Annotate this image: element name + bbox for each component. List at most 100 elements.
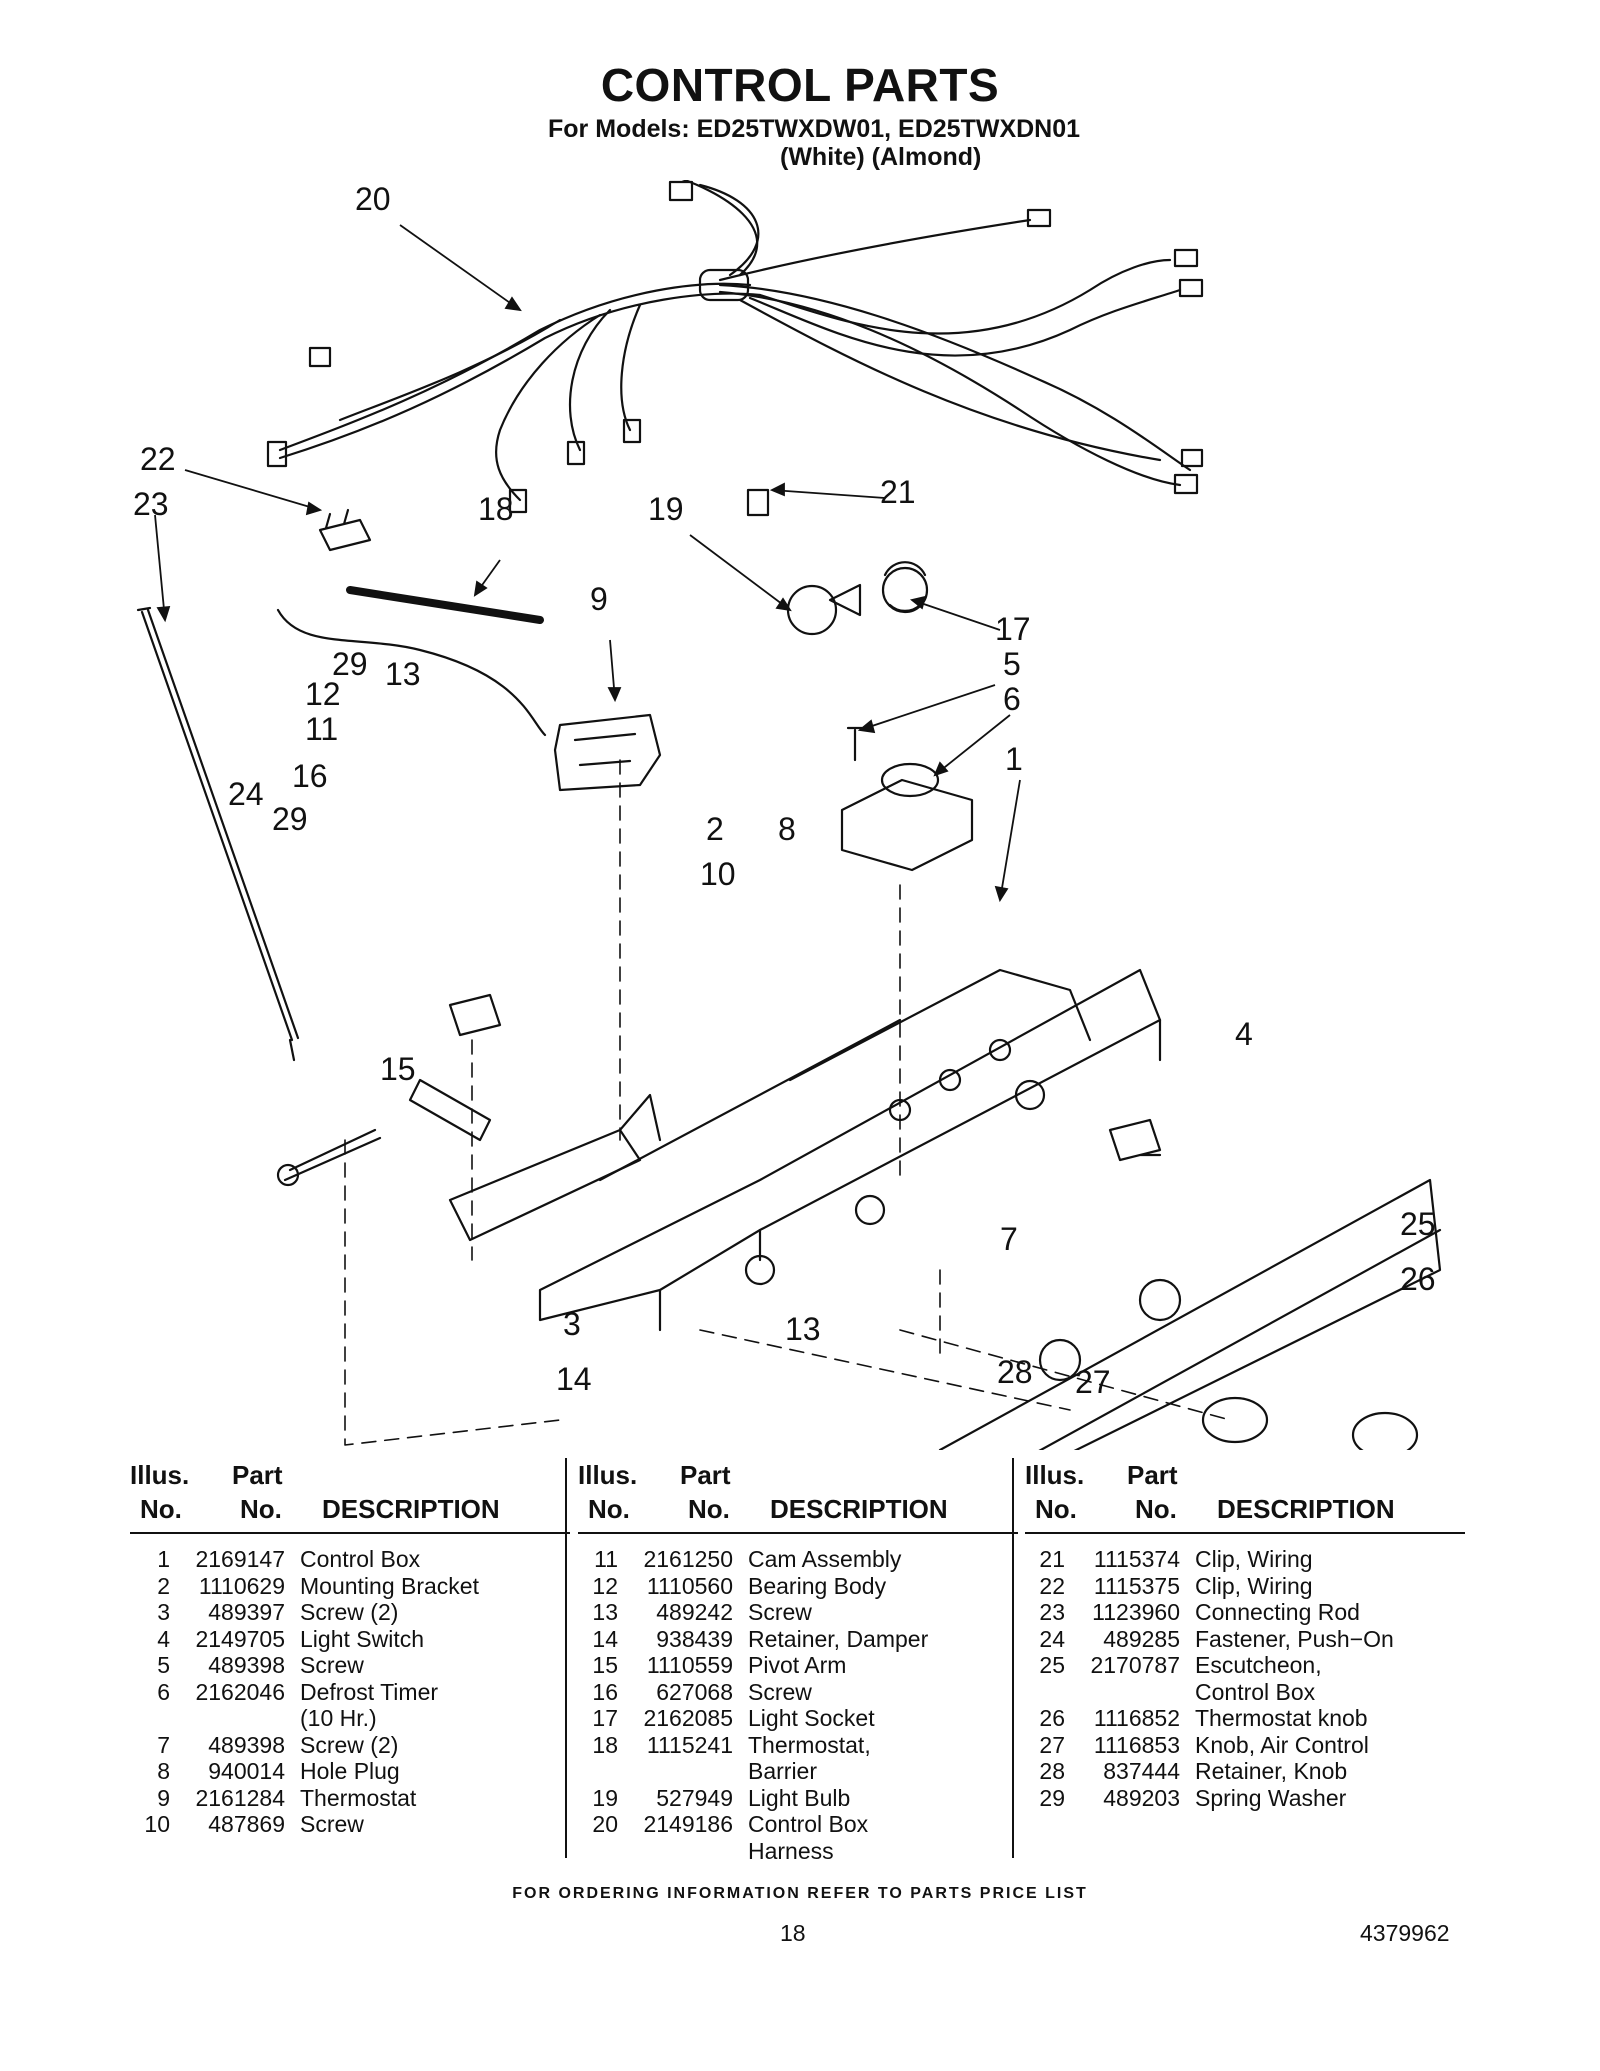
table-header: Illus. No. Part No. DESCRIPTION [578, 1460, 1018, 1534]
hdr-part-bottom: No. [688, 1494, 730, 1524]
table-row: (10 Hr.) [130, 1705, 570, 1732]
exploded-parts-diagram: 20 22 23 18 19 21 17 5 6 1 9 29 13 12 11… [133, 180, 1442, 1450]
hdr-illus-bottom: No. [1035, 1494, 1077, 1524]
hdr-illus-bottom: No. [588, 1494, 630, 1524]
part-no-cell: 1123960 [1092, 1599, 1180, 1625]
callout-20: 20 [355, 181, 391, 217]
part-no-cell: 2161250 [643, 1546, 733, 1572]
hdr-part-top: Part [1127, 1460, 1178, 1490]
callout-4: 4 [1235, 1016, 1253, 1052]
illus-no-cell: 28 [1039, 1758, 1065, 1784]
description-cell: Screw [300, 1811, 364, 1837]
illus-no-cell: 10 [144, 1811, 170, 1837]
hdr-part-bottom: No. [1135, 1494, 1177, 1524]
illus-no-cell: 25 [1039, 1652, 1065, 1678]
callout-22: 22 [140, 441, 176, 477]
description-cell: Screw [748, 1599, 812, 1625]
table-row: 23 1123960 Connecting Rod [1025, 1599, 1465, 1626]
page-title: CONTROL PARTS [600, 59, 1000, 111]
part-no-cell: 1115375 [1093, 1572, 1180, 1599]
part-no-cell: 2170787 [1090, 1652, 1180, 1678]
illus-no-cell: 19 [592, 1784, 618, 1811]
colors-line: (White) (Almond) [780, 143, 982, 171]
callout-28: 28 [997, 1354, 1033, 1390]
part-no-cell: 1116853 [1093, 1731, 1180, 1758]
hdr-description: DESCRIPTION [770, 1494, 948, 1524]
callout-13b: 13 [785, 1311, 821, 1347]
hdr-illus-top: Illus. [578, 1460, 638, 1490]
description-cell: Retainer, Damper [748, 1625, 929, 1652]
description-cell: Connecting Rod [1195, 1599, 1360, 1625]
description-cell: Barrier [748, 1758, 818, 1784]
description-cell: Light Bulb [748, 1784, 851, 1811]
illus-no-cell: 2 [157, 1572, 170, 1599]
illus-no-cell: 11 [594, 1546, 618, 1572]
table-row: Barrier [578, 1758, 1018, 1785]
illus-no-cell: 20 [592, 1811, 618, 1837]
parts-table-col-2: Illus. No. Part No. DESCRIPTION 11 216125… [578, 1460, 1018, 1864]
part-no-cell: 1110629 [198, 1572, 285, 1599]
part-no-cell: 2149705 [195, 1625, 285, 1652]
callout-25: 25 [1400, 1206, 1436, 1242]
illus-no-cell: 23 [1039, 1599, 1065, 1625]
callout-9: 9 [590, 581, 608, 617]
callout-14: 14 [556, 1361, 592, 1397]
description-cell: Thermostat [300, 1784, 417, 1811]
callout-27: 27 [1075, 1364, 1111, 1400]
illus-no-cell: 13 [592, 1599, 618, 1625]
part-no-cell: 527949 [656, 1784, 733, 1811]
table-row: Control Box [1025, 1679, 1465, 1706]
hdr-description: DESCRIPTION [322, 1494, 500, 1524]
description-cell: Screw [748, 1678, 812, 1705]
part-no-cell: 1115374 [1093, 1546, 1180, 1572]
callout-3: 3 [563, 1306, 581, 1342]
callout-17: 17 [995, 611, 1031, 647]
hdr-illus-top: Illus. [130, 1460, 190, 1490]
illus-no-cell: 6 [157, 1678, 170, 1705]
ordering-note: FOR ORDERING INFORMATION REFER TO PARTS … [512, 1885, 1088, 1902]
table-row: 6 2162046 Defrost Timer [130, 1679, 570, 1706]
description-cell: Thermostat, [748, 1731, 871, 1758]
callout-15: 15 [380, 1051, 416, 1087]
callout-5: 5 [1003, 646, 1021, 682]
illus-no-cell: 22 [1039, 1572, 1065, 1599]
hdr-part-top: Part [232, 1460, 283, 1490]
callout-1: 1 [1005, 741, 1023, 777]
description-cell: Pivot Arm [748, 1652, 847, 1678]
illus-no-cell: 18 [592, 1731, 618, 1758]
description-cell: Screw (2) [300, 1599, 399, 1625]
description-cell: Defrost Timer [300, 1678, 439, 1705]
hdr-illus-bottom: No. [140, 1494, 182, 1524]
hdr-part-top: Part [680, 1460, 731, 1490]
illus-no-cell: 5 [157, 1652, 170, 1678]
description-cell: Screw [300, 1652, 364, 1678]
illus-no-cell: 15 [592, 1652, 618, 1678]
part-no-cell: 2162046 [195, 1678, 285, 1705]
description-cell: (10 Hr.) [300, 1705, 377, 1731]
part-no-cell: 489203 [1103, 1784, 1180, 1811]
illus-no-cell: 26 [1039, 1705, 1065, 1731]
illus-no-cell: 8 [157, 1758, 170, 1784]
illus-no-cell: 24 [1039, 1625, 1065, 1652]
callout-7: 7 [1000, 1221, 1018, 1257]
part-no-cell: 489398 [208, 1652, 285, 1678]
illus-no-cell: 7 [157, 1731, 170, 1758]
callout-24: 24 [228, 776, 264, 812]
description-cell: Bearing Body [748, 1572, 887, 1599]
wiring-harness [266, 180, 1204, 514]
